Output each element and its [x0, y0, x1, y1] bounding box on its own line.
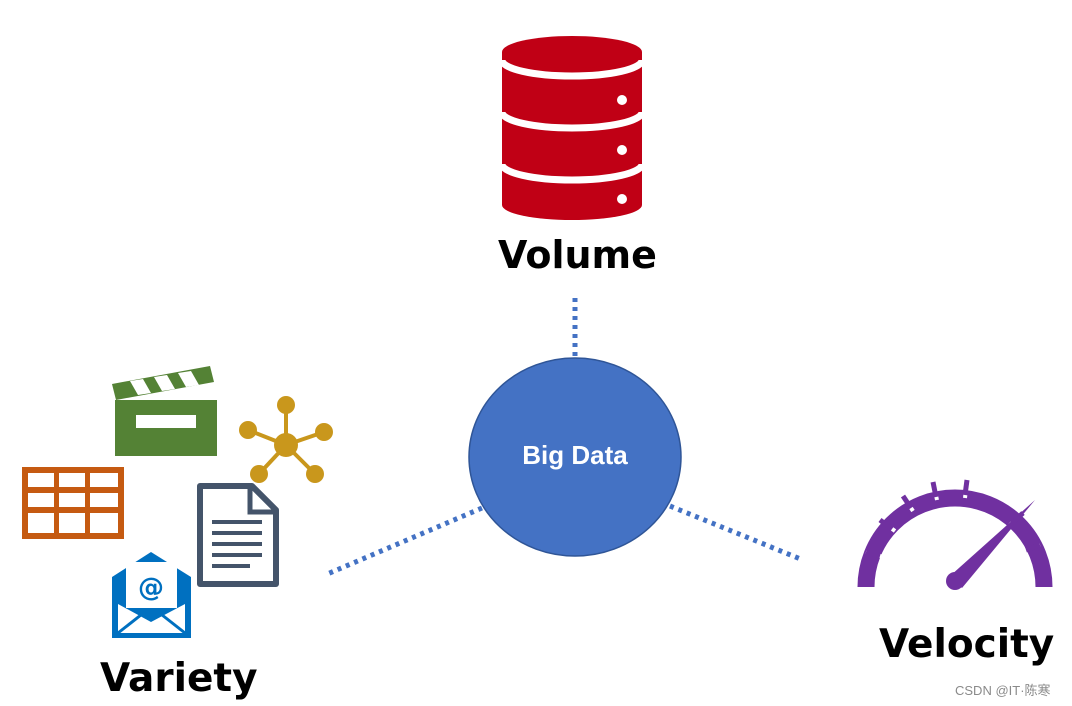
big-data-circle: [468, 357, 682, 557]
watermark: CSDN @IT·陈寒: [955, 683, 1051, 698]
big-data-label: Big Data: [522, 440, 628, 470]
table-grid-icon: [22, 467, 124, 539]
volume-label: Volume: [498, 233, 657, 277]
clapperboard-icon: [112, 366, 217, 456]
email-icon: @: [112, 552, 191, 638]
speedometer-icon: [857, 479, 1053, 590]
network-node-icon: [239, 396, 333, 483]
connector-velocity: [669, 503, 804, 563]
database-icon: [498, 36, 646, 220]
variety-label: Variety: [100, 656, 258, 701]
document-icon: [197, 483, 279, 587]
velocity-label: Velocity: [879, 622, 1055, 667]
connector-variety: [324, 505, 483, 578]
connectors: [324, 298, 804, 578]
svg-text:@: @: [138, 573, 164, 603]
